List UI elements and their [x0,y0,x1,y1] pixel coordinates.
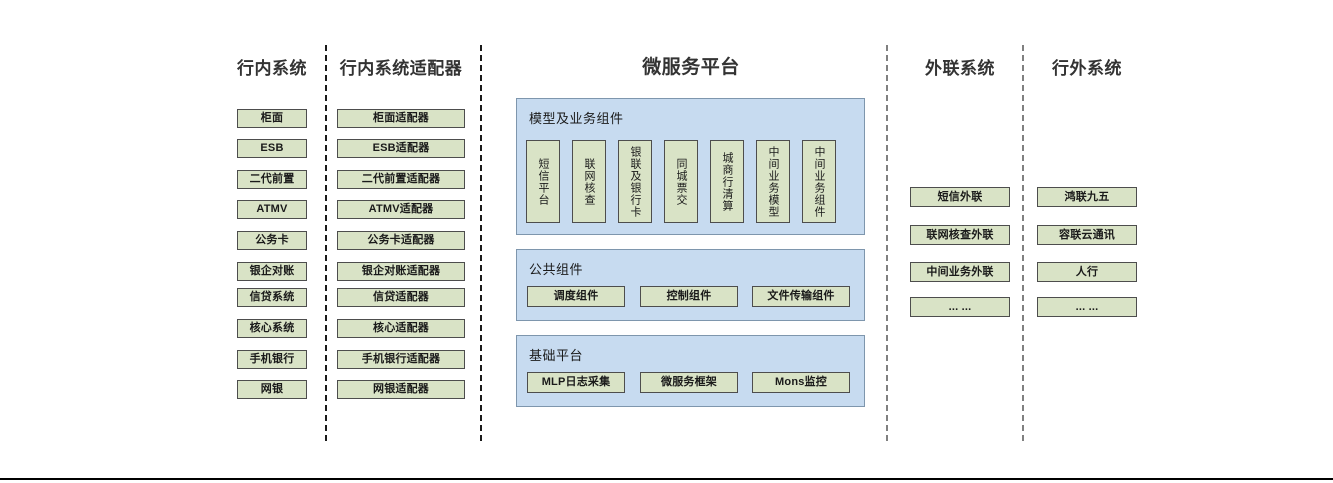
box-inbank-adapter[interactable]: 银企对账适配器 [337,262,465,281]
vbox-model-component[interactable]: 联网核查 [572,140,606,223]
column-title-offbank-systems: 行外系统 [1052,59,1122,78]
panel-title-model-business-components: 模型及业务组件 [529,111,624,126]
box-inbank-adapter[interactable]: 核心适配器 [337,319,465,338]
box-external-link-system[interactable]: 联网核查外联 [910,225,1010,245]
box-public-component[interactable]: 控制组件 [640,286,738,307]
vbox-label: 城商行清算 [721,151,733,212]
box-offbank-system[interactable]: 人行 [1037,262,1137,282]
panel-title-public-components: 公共组件 [529,262,584,277]
vbox-label: 短信平台 [537,157,549,206]
box-inbank-system[interactable]: 银企对账 [237,262,307,281]
vbox-model-component[interactable]: 中间业务组件 [802,140,836,223]
box-inbank-system[interactable]: 手机银行 [237,350,307,369]
box-inbank-adapter[interactable]: 二代前置适配器 [337,170,465,189]
panel-base-platform: 基础平台 [516,335,865,407]
box-inbank-system[interactable]: 信贷系统 [237,288,307,307]
box-inbank-adapter[interactable]: 信贷适配器 [337,288,465,307]
vbox-model-component[interactable]: 城商行清算 [710,140,744,223]
box-inbank-system[interactable]: 网银 [237,380,307,399]
vbox-model-component[interactable]: 短信平台 [526,140,560,223]
column-title-microservice-platform: 微服务平台 [642,57,740,78]
separator-2 [480,45,482,441]
box-inbank-adapter[interactable]: 柜面适配器 [337,109,465,128]
bottom-divider [0,478,1333,480]
vbox-label: 中间业务模型 [767,145,779,218]
box-public-component[interactable]: 文件传输组件 [752,286,850,307]
box-external-link-system[interactable]: 短信外联 [910,187,1010,207]
separator-3 [886,45,888,441]
box-external-link-system[interactable]: ... ... [910,297,1010,317]
box-inbank-system[interactable]: ESB [237,139,307,158]
box-inbank-system[interactable]: 公务卡 [237,231,307,250]
box-inbank-adapter[interactable]: ESB适配器 [337,139,465,158]
box-external-link-system[interactable]: 中间业务外联 [910,262,1010,282]
vbox-label: 同城票交 [675,157,687,206]
box-inbank-system[interactable]: ATMV [237,200,307,219]
separator-4 [1022,45,1024,441]
box-offbank-system[interactable]: 鸿联九五 [1037,187,1137,207]
panel-public-components: 公共组件 [516,249,865,321]
panel-title-base-platform: 基础平台 [529,348,584,363]
vbox-model-component[interactable]: 中间业务模型 [756,140,790,223]
box-offbank-system[interactable]: 容联云通讯 [1037,225,1137,245]
box-inbank-adapter[interactable]: 手机银行适配器 [337,350,465,369]
box-inbank-adapter[interactable]: 公务卡适配器 [337,231,465,250]
box-inbank-adapter[interactable]: ATMV适配器 [337,200,465,219]
box-base-platform-component[interactable]: Mons监控 [752,372,850,393]
box-base-platform-component[interactable]: 微服务框架 [640,372,738,393]
column-title-inbank-adapters: 行内系统适配器 [339,59,463,78]
box-offbank-system[interactable]: ... ... [1037,297,1137,317]
vbox-model-component[interactable]: 银联及银行卡 [618,140,652,223]
vbox-label: 中间业务组件 [813,145,825,218]
box-inbank-system[interactable]: 二代前置 [237,170,307,189]
vbox-label: 联网核查 [583,157,595,206]
vbox-label: 银联及银行卡 [629,145,641,218]
box-inbank-adapter[interactable]: 网银适配器 [337,380,465,399]
column-title-inbank-systems: 行内系统 [237,59,307,78]
vbox-model-component[interactable]: 同城票交 [664,140,698,223]
box-base-platform-component[interactable]: MLP日志采集 [527,372,625,393]
separator-1 [325,45,327,441]
box-inbank-system[interactable]: 柜面 [237,109,307,128]
column-title-external-link-systems: 外联系统 [925,59,995,78]
box-inbank-system[interactable]: 核心系统 [237,319,307,338]
box-public-component[interactable]: 调度组件 [527,286,625,307]
